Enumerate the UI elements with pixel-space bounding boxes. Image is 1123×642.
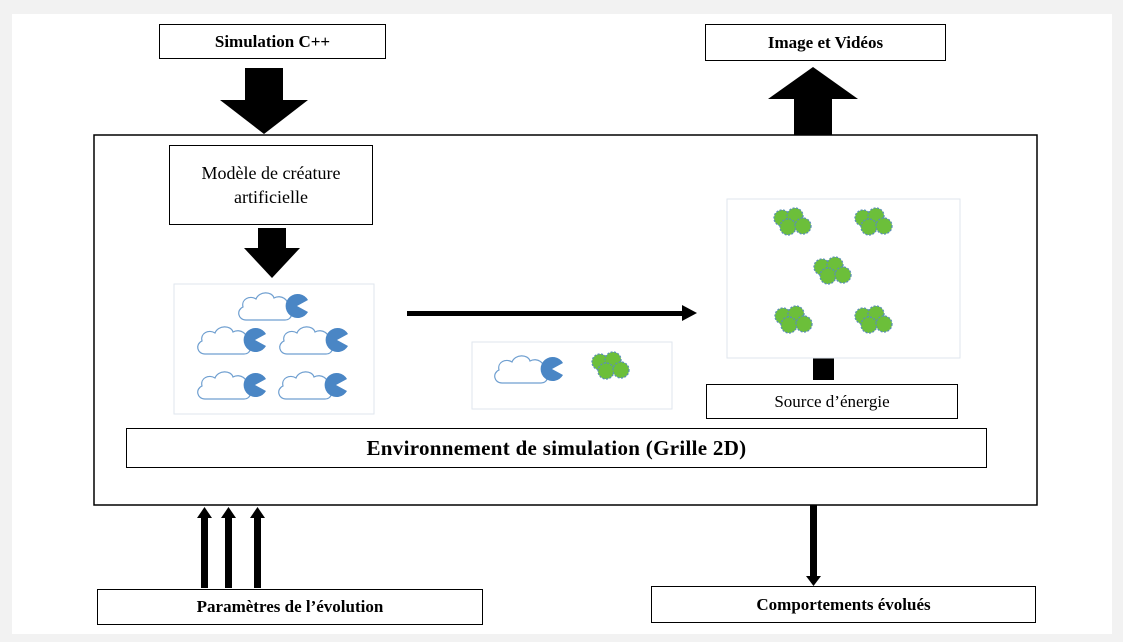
arrow-right-evolution — [407, 305, 697, 321]
simulation-cpp-box: Simulation C++ — [159, 24, 386, 59]
creature-model-label: Modèle de créature artificielle — [201, 163, 341, 207]
energy-source-label: Source d’énergie — [774, 391, 890, 411]
creature-model-box: Modèle de créature artificielle — [169, 145, 373, 225]
simulation-environment-box: Environnement de simulation (Grille 2D) — [126, 428, 987, 468]
arrow-down-simulation — [220, 68, 308, 134]
pacman-cloud-icon — [197, 326, 266, 355]
pacman-cloud-icon — [197, 371, 266, 400]
evolution-parameters-box: Paramètres de l’évolution — [97, 589, 483, 625]
pacman-cloud-icon — [238, 292, 308, 321]
arrow-down-behaviors — [806, 505, 821, 586]
image-video-box: Image et Vidéos — [705, 24, 946, 61]
arrow-down-model — [244, 228, 300, 278]
simulation-environment-label: Environnement de simulation (Grille 2D) — [366, 435, 747, 460]
evolved-behaviors-label: Comportements évolués — [756, 594, 931, 614]
simulation-cpp-label: Simulation C++ — [214, 31, 331, 51]
arrows-up-parameters — [197, 507, 265, 588]
pacman-cloud-icon — [494, 355, 563, 384]
pacman-cloud-icon — [278, 371, 347, 400]
pacman-cloud-icon — [279, 326, 348, 355]
evolution-parameters-label: Paramètres de l’évolution — [196, 597, 384, 616]
energy-source-box: Source d’énergie — [706, 384, 958, 419]
arrow-up-images — [768, 67, 858, 135]
image-video-label: Image et Vidéos — [767, 32, 884, 52]
evolved-behaviors-box: Comportements évolués — [651, 586, 1036, 623]
